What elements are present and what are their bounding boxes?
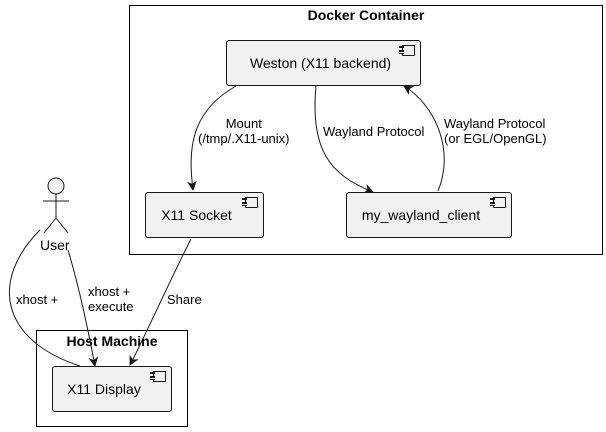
edge-label-wayland-egl-line2: (or EGL/OpenGL) [444,131,547,146]
edge-label-wayland-protocol-text: Wayland Protocol [323,124,425,139]
edge-xhost-execute [67,249,99,367]
x11-display-component: X11 Display [52,366,172,412]
x11-display-label: X11 Display [67,381,141,397]
edge-label-mount-line1: Mount [225,116,262,131]
my-wayland-client-component: my_wayland_client [346,192,512,238]
edge-label-xhost-plus: xhost + [16,292,58,307]
x11-socket-component: X11 Socket [145,192,264,238]
component-icon [490,197,506,208]
edge-label-wayland-egl-line1: Wayland Protocol [444,116,546,131]
component-icon [150,371,166,382]
edge-xhost-plus [8,229,81,367]
edge-label-mount-line2: (/tmp/.X11-unix) [198,131,290,146]
user-actor-label: User [40,237,70,253]
my-wayland-client-label: my_wayland_client [361,207,481,223]
weston-label: Weston (X11 backend) [249,55,392,71]
edge-label-xhost-execute-line1: xhost + [88,284,131,299]
edge-label-mount: Mount (/tmp/.X11-unix) [198,116,290,146]
x11-socket-label: X11 Socket [161,207,232,223]
edge-label-wayland-egl: Wayland Protocol (or EGL/OpenGL) [444,116,547,146]
edge-label-xhost-plus-text: xhost + [16,292,59,307]
edge-label-xhost-execute: xhost + execute [88,284,134,314]
component-icon [399,45,415,56]
edge-label-share: Share [167,292,202,307]
edge-wayland-egl [403,85,445,192]
edge-label-xhost-execute-line2: execute [88,299,134,314]
edge-wayland-protocol [314,85,374,194]
edge-label-share-text: Share [167,292,202,307]
edge-label-wayland-protocol: Wayland Protocol [323,124,424,139]
user-actor-figure [43,177,69,234]
docker-container-title: Docker Container [307,7,425,23]
weston-component: Weston (X11 backend) [226,40,421,86]
component-icon [242,197,258,208]
edge-share [129,238,192,366]
edge-mount [186,85,237,191]
